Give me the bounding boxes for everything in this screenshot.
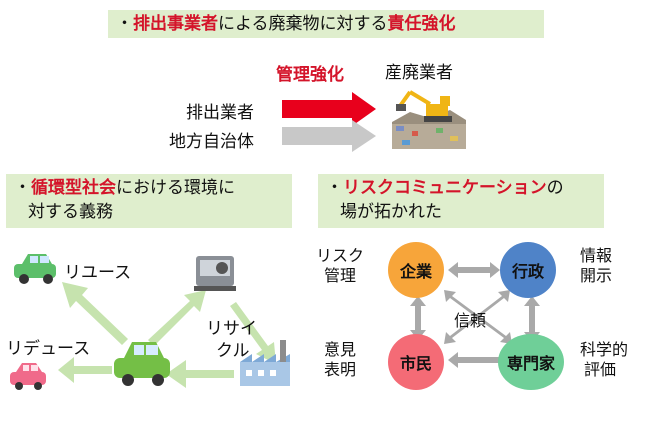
banner-red-responsibility: 責任強化: [387, 14, 456, 34]
side-label-line: 評価: [584, 360, 617, 379]
red-arrow-icon: [282, 92, 376, 126]
banner-line2: 場が拓かれた: [340, 202, 442, 222]
node-expert: 専門家: [498, 334, 564, 390]
banner-text: における環境に: [116, 178, 235, 198]
bullet: ・: [326, 178, 343, 198]
side-label-line: 表明: [324, 360, 357, 379]
bullet: ・: [14, 178, 31, 198]
arrow-label-management: 管理強化: [276, 65, 344, 85]
car-icon: [114, 342, 170, 386]
label-recycle-1: リサイ: [206, 319, 257, 339]
side-label-info: 情報 開示: [580, 246, 612, 286]
banner-red-circular: 循環型社会: [31, 178, 116, 198]
row-label-local-gov: 地方自治体: [169, 132, 254, 152]
side-label-risk-mgmt: リスク 管理: [316, 246, 364, 286]
side-label-line: 管理: [324, 266, 357, 285]
center-trust: 信頼: [454, 311, 487, 330]
side-label-line: リスク: [316, 246, 365, 265]
side-label-line: 科学的: [580, 340, 629, 359]
arrow-to-recycle-icon: [148, 290, 206, 346]
recipient-label: 産廃業者: [385, 63, 453, 83]
banner-red-riskcomm: リスクコミュニケーション: [343, 178, 547, 198]
car-icon: [10, 363, 46, 390]
node-citizen: 市民: [388, 334, 444, 390]
arrow-back-car-icon: [166, 360, 234, 388]
side-label-opinion: 意見 表明: [324, 340, 356, 380]
car-icon: [14, 254, 56, 284]
node-government: 行政: [500, 242, 556, 298]
arrow-to-reduce-icon: [58, 357, 112, 383]
row-label-discharger: 排出業者: [186, 103, 254, 123]
left-banner: ・循環型社会における環境に 対する義務: [6, 174, 292, 228]
banner-text: による廃棄物に対する: [218, 14, 388, 34]
top-banner: ・排出事業者による廃棄物に対する責任強化: [108, 10, 544, 38]
banner-text: の: [546, 178, 564, 198]
factory-icon: [240, 340, 290, 386]
banner-line2: 対する義務: [28, 202, 113, 222]
bullet: ・: [116, 14, 133, 34]
banner-red-discharger: 排出事業者: [133, 14, 218, 34]
arrow-down-recycle-icon: [230, 302, 276, 364]
machine-icon: [194, 256, 236, 291]
gray-arrow-icon: [282, 120, 376, 152]
right-banner: ・リスクコミュニケーションの 場が拓かれた: [318, 174, 604, 228]
side-label-line: 情報: [580, 246, 613, 265]
label-reuse: リユース: [64, 263, 132, 283]
side-label-science: 科学的 評価: [580, 340, 628, 380]
side-label-line: 意見: [324, 340, 357, 359]
arrow-to-reuse-icon: [62, 282, 128, 345]
label-recycle-2: クル: [216, 341, 250, 361]
side-label-line: 開示: [580, 266, 613, 285]
label-reduce: リデュース: [6, 339, 91, 359]
node-company: 企業: [388, 242, 444, 298]
